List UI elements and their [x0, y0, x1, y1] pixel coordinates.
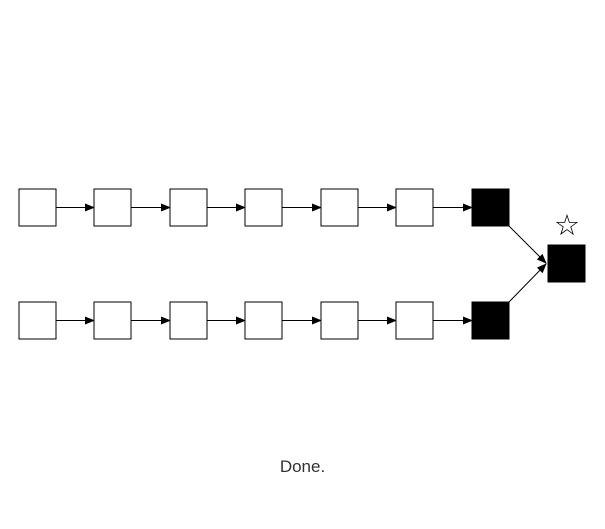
row-2-node-7: [471, 301, 510, 340]
row-1-node-1: [18, 188, 57, 227]
merge-arrow-bottom: [508, 263, 547, 303]
row-1-node-3: [169, 188, 208, 227]
status-text: Done.: [279, 457, 326, 476]
row-1-node-7: [471, 188, 510, 227]
row-1-node-4: [244, 188, 283, 227]
merge-arrow-top: [508, 225, 547, 264]
row-2-node-2: [93, 301, 132, 340]
row-2-node-1: [18, 301, 57, 340]
row-2-node-6: [395, 301, 434, 340]
row-2-node-3: [169, 301, 208, 340]
star-outline-icon: ☆: [554, 208, 580, 242]
row-2-node-5: [320, 301, 359, 340]
row-2-node-4: [244, 301, 283, 340]
row-1-node-2: [93, 188, 132, 227]
row-1-node-6: [395, 188, 434, 227]
row-1-node-5: [320, 188, 359, 227]
target-node: [547, 244, 586, 283]
